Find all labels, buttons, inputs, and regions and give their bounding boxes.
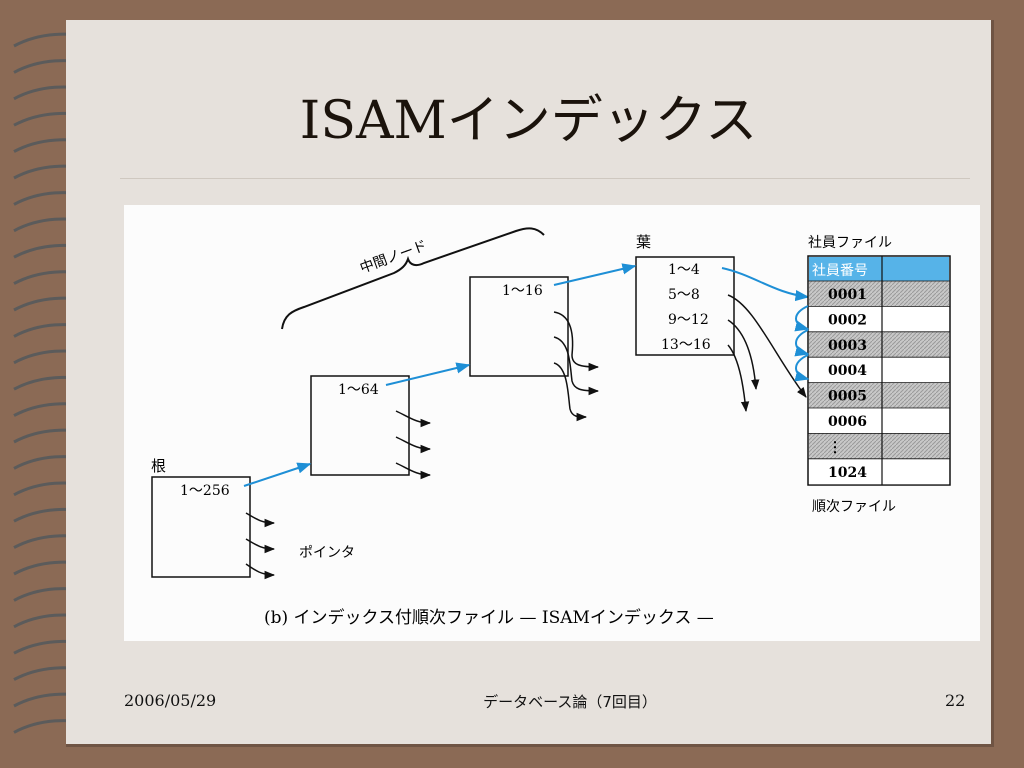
pointer-label: ポインタ — [299, 545, 355, 561]
table-cell-employee-id: 0005 — [828, 389, 867, 405]
table-header-bg — [809, 257, 949, 281]
level2-to-level3-arrow — [385, 362, 471, 386]
table-rows: 0001 0002 0003 0004 0005 0006 ⋮ 1024 — [808, 280, 950, 485]
level3-node — [469, 276, 569, 377]
isam-figure: 根 1～256 1～64 1～16 中間ノード 葉 1～4 5～8 9～12 1… — [124, 205, 980, 641]
leaf-label: 葉 — [636, 233, 651, 251]
middle-nodes-brace — [281, 227, 545, 330]
level3-pointer-arrows — [553, 311, 600, 422]
leaf-pointer-arrows — [727, 294, 807, 413]
table-row — [809, 433, 949, 459]
table-cell-employee-id: 1024 — [828, 465, 867, 481]
root-pointer-arrows — [245, 512, 276, 580]
table-cell-employee-id: 0002 — [828, 312, 867, 328]
slide-title: ISAMインデックス — [299, 91, 758, 151]
table-cell-employee-id: 0006 — [828, 414, 867, 430]
table-row — [809, 331, 949, 358]
table-cell-employee-id: 0004 — [828, 363, 867, 379]
table-cell-employee-id: 0001 — [828, 287, 867, 303]
root-to-level2-arrow — [243, 462, 312, 487]
leaf-node — [635, 256, 735, 356]
level2-node — [310, 375, 410, 476]
level2-pointer-arrows — [395, 410, 432, 480]
leaf-range-3: 9～12 — [668, 312, 709, 328]
table-cell-employee-id: 0003 — [828, 338, 867, 354]
figure-caption: (b) インデックス付順次ファイル — ISAMインデックス — — [264, 607, 714, 628]
sequential-file-label: 順次ファイル — [812, 499, 896, 515]
table-row — [809, 382, 949, 408]
table-header-label: 社員番号 — [812, 263, 868, 279]
footer-title: データベース論（7回目） — [483, 693, 657, 711]
leaf-range-1: 1～4 — [668, 262, 700, 278]
footer-date: 2006/05/29 — [124, 691, 217, 710]
record-chain-arrow-3 — [794, 354, 810, 382]
table-row — [809, 306, 949, 332]
record-chain-arrow-2 — [794, 329, 810, 357]
level3-range: 1～16 — [502, 283, 543, 299]
leaf-range-4: 13～16 — [661, 337, 711, 353]
employee-file-label: 社員ファイル — [808, 235, 892, 251]
title-divider — [120, 178, 970, 179]
footer-page-number: 22 — [945, 691, 966, 710]
record-chain-arrow-1 — [794, 305, 810, 332]
table-cell-employee-id: ⋮ — [828, 439, 842, 455]
table-row — [809, 357, 949, 383]
table-row — [809, 458, 949, 485]
leaf-range-2: 5～8 — [668, 287, 700, 303]
table-row — [809, 281, 949, 307]
leaf-to-record-arrow — [721, 267, 810, 302]
root-label: 根 — [151, 457, 166, 475]
root-node — [151, 476, 251, 578]
root-range: 1～256 — [180, 483, 230, 499]
level3-to-leaf-arrow — [553, 263, 637, 286]
table-row — [809, 408, 949, 434]
level2-range: 1～64 — [338, 382, 379, 398]
middle-nodes-label: 中間ノード — [358, 238, 429, 277]
isam-diagram: 根 1～256 1～64 1～16 中間ノード 葉 1～4 5～8 9～12 1… — [151, 227, 951, 628]
